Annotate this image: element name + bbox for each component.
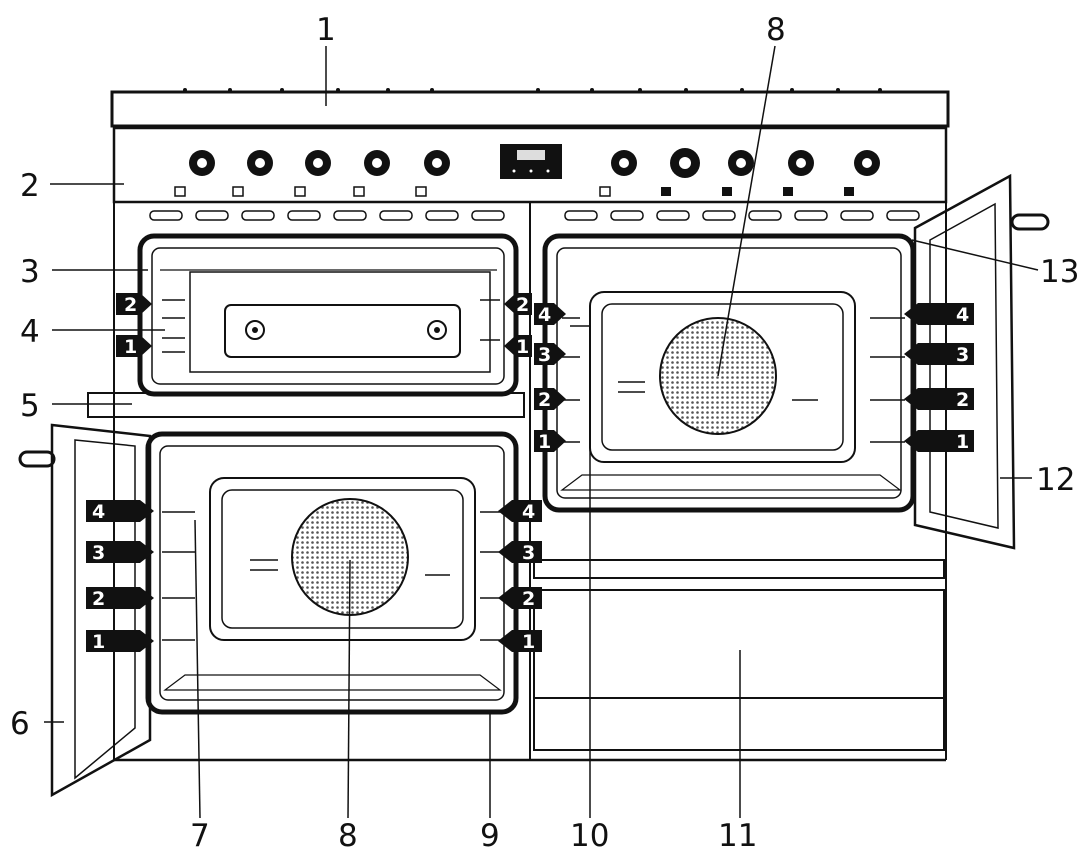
svg-text:2: 2 [92,588,105,610]
svg-text:1: 1 [516,336,529,358]
knob-4 [353,150,390,197]
callout-8-bottom: 8 [338,818,358,854]
svg-text:1: 1 [124,336,137,358]
cooktop-edge [110,90,950,128]
control-knobs [174,148,880,197]
shelf-tag-left-oven-1: 1 [86,630,154,653]
svg-text:3: 3 [92,542,105,564]
knob-8 [722,150,754,196]
shelf-tag-left-oven-4: 4 [86,500,154,523]
knob-5 [415,150,450,197]
leader-lines [44,45,1039,819]
shelf-tags: 2 1 2 1 4 3 2 1 4 3 2 1 4 3 2 1 4 3 2 [86,293,974,653]
svg-text:4: 4 [522,501,535,523]
svg-text:2: 2 [522,588,535,610]
digital-clock-display [500,144,562,179]
svg-text:2: 2 [124,294,137,316]
callout-11: 11 [718,818,757,854]
cooker-body [110,88,950,762]
callout-3: 3 [20,254,40,290]
knob-9 [783,150,814,196]
shelf-tag-right-oven-2: 2 [534,388,566,411]
shelf-tag-right-oven-4-right: 4 [904,303,974,326]
shelf-tag-left-oven-2: 2 [86,587,154,610]
callout-4: 4 [20,314,40,350]
knob-10 [844,150,880,196]
knob-6 [599,150,637,197]
shelf-tag-right-oven-3: 3 [534,343,566,366]
shelf-tag-right-oven-4: 4 [534,303,566,326]
storage-drawer [533,559,945,751]
svg-text:1: 1 [956,431,969,453]
svg-text:1: 1 [522,631,535,653]
callout-8-top: 8 [766,12,786,48]
callout-7: 7 [190,818,210,854]
callout-numbers: 1 2 3 4 5 6 7 8 8 9 10 11 12 13 [10,12,1079,854]
svg-text:1: 1 [538,431,551,453]
divider-panel [87,392,525,418]
callout-6: 6 [10,706,30,742]
svg-text:3: 3 [522,542,535,564]
shelf-tag-top-left-oven-1: 1 [116,335,152,358]
shelf-tag-right-oven-1-right: 1 [904,430,974,453]
svg-text:2: 2 [516,294,529,316]
shelf-runners-right [562,317,905,443]
svg-text:2: 2 [956,389,969,411]
svg-text:2: 2 [538,389,551,411]
shelf-tag-left-oven-4-right: 4 [498,500,542,523]
shelf-tag-right-oven-1: 1 [534,430,566,453]
left-oven-door [18,423,152,798]
shelf-tag-top-left-oven-1-right: 1 [504,335,532,358]
svg-text:3: 3 [538,344,551,366]
knob-3 [294,150,331,197]
shelf-tag-left-oven-3: 3 [86,541,154,564]
burner-bumps [183,88,882,92]
shelf-tag-left-oven-2-right: 2 [498,587,542,610]
left-door-handle [18,450,56,468]
svg-text:4: 4 [538,304,551,326]
svg-text:4: 4 [92,501,105,523]
callout-9: 9 [480,818,500,854]
shelf-tag-top-left-oven-2: 2 [116,293,152,316]
left-oven-cavity [145,431,519,715]
shelf-tag-right-oven-3-right: 3 [904,343,974,366]
callout-2: 2 [20,168,40,204]
knob-2 [232,150,273,197]
shelf-tag-left-oven-3-right: 3 [498,541,542,564]
right-oven-door [913,173,1050,550]
vent-slots [149,210,920,221]
knob-7 [661,148,700,196]
shelf-tag-right-oven-2-right: 2 [904,388,974,411]
callout-1: 1 [316,12,336,48]
callout-13: 13 [1040,254,1079,290]
right-oven-cavity [542,233,916,513]
svg-text:1: 1 [92,631,105,653]
callout-5: 5 [20,388,40,424]
right-door-handle [1010,213,1050,231]
top-left-oven-cavity [137,233,519,397]
knob-1 [174,150,215,197]
shelf-tag-left-oven-1-right: 1 [498,630,542,653]
svg-text:4: 4 [956,304,969,326]
callout-10: 10 [570,818,609,854]
svg-text:3: 3 [956,344,969,366]
shelf-tag-top-left-oven-2-right: 2 [504,293,532,316]
shelf-runners-top-left [162,299,500,353]
callout-12: 12 [1036,462,1075,498]
